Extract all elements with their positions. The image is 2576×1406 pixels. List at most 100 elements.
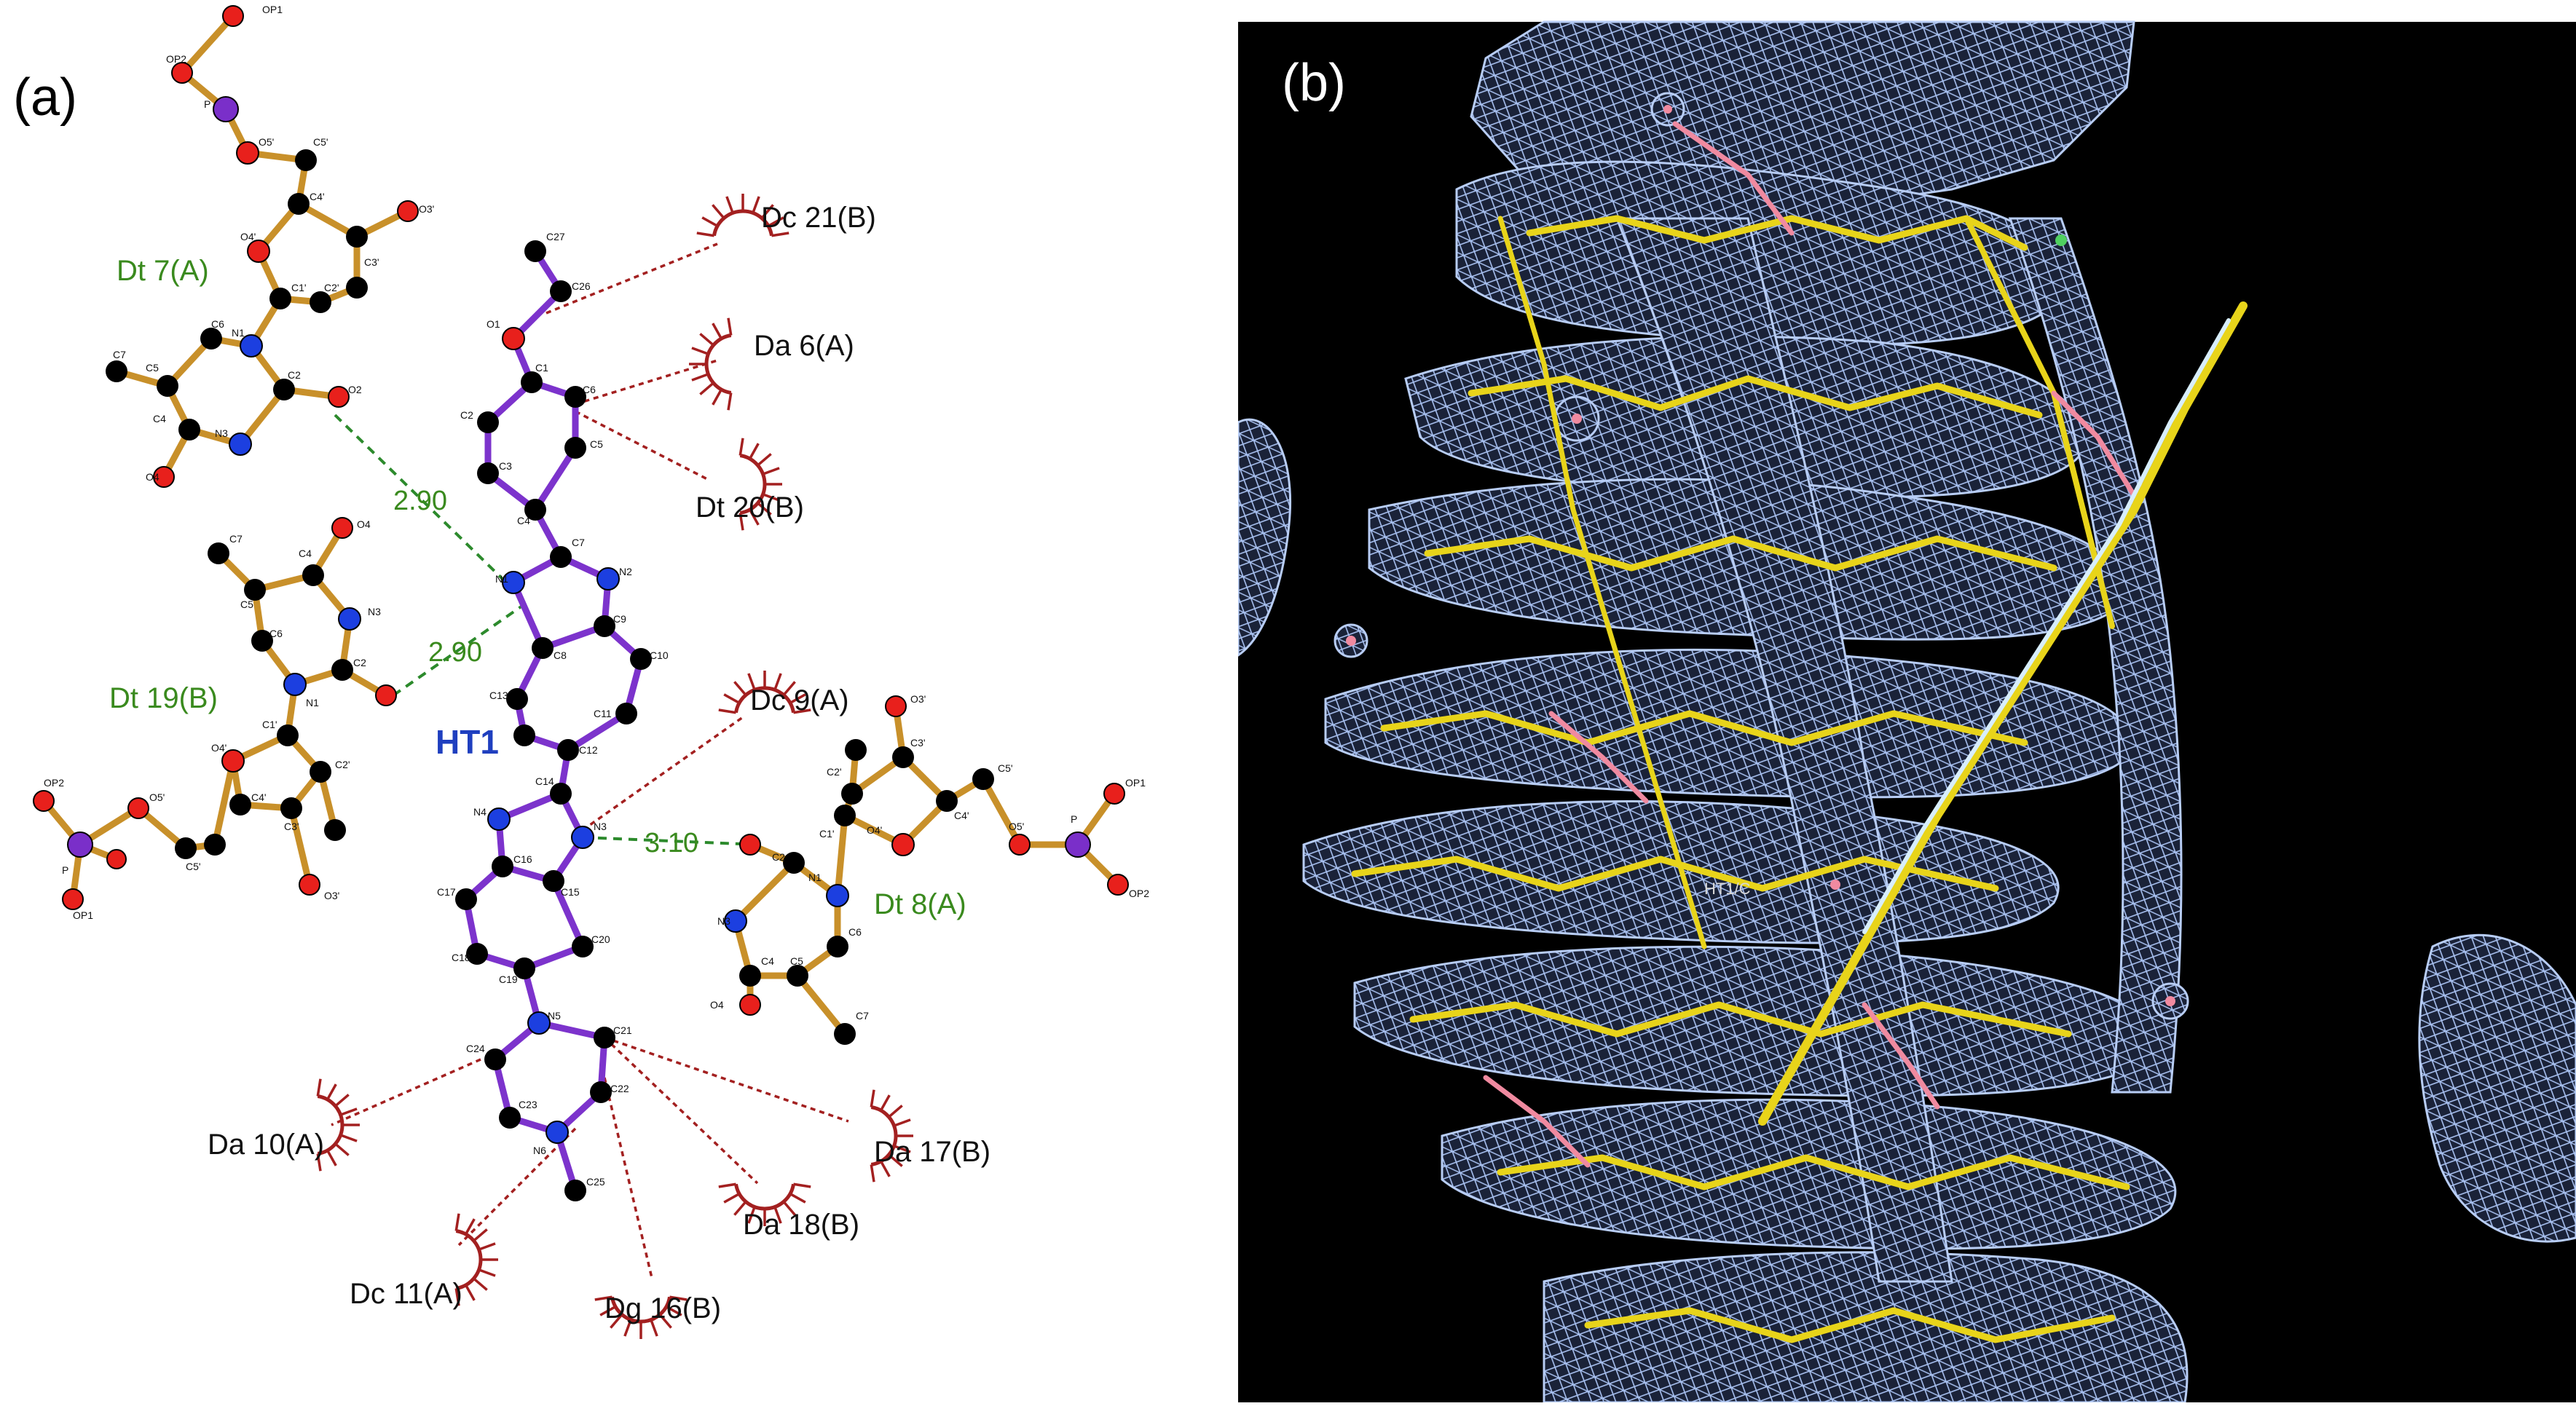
contact-symbol-dc9a — [718, 671, 811, 714]
contact-spoke — [701, 216, 718, 227]
svg-text:C23: C23 — [519, 1099, 537, 1110]
svg-text:C1': C1' — [291, 282, 307, 293]
svg-text:C26: C26 — [572, 280, 591, 292]
svg-text:OP2: OP2 — [166, 53, 186, 65]
contact-symbol-dg16b — [594, 1295, 688, 1339]
contact-spoke — [738, 513, 744, 531]
svg-text:O4: O4 — [357, 518, 371, 530]
hbond-line-3 — [582, 836, 758, 846]
contact-spoke — [723, 693, 740, 704]
contact-spoke — [610, 1314, 623, 1329]
contact-spoke — [478, 1268, 496, 1277]
contact-spoke — [757, 453, 772, 467]
svg-text:OP2: OP2 — [1129, 888, 1149, 899]
distance-label-2: 2.90 — [428, 637, 482, 668]
contact-spoke — [749, 443, 760, 459]
contact-line-da6a — [575, 359, 718, 406]
contact-spoke — [749, 509, 760, 526]
svg-text:C12: C12 — [579, 744, 598, 756]
ligand-stick-model — [1758, 301, 2248, 1126]
contact-spoke — [691, 347, 709, 355]
contact-spoke — [339, 1107, 358, 1116]
svg-text:C22: C22 — [610, 1083, 629, 1094]
contact-spoke — [473, 1228, 488, 1242]
contact-line-dg16b — [603, 1077, 653, 1279]
svg-text:C3': C3' — [284, 821, 299, 832]
svg-text:O5': O5' — [149, 791, 165, 803]
contact-spoke — [789, 1193, 806, 1204]
svg-text:O5': O5' — [259, 136, 274, 148]
svg-text:C2: C2 — [772, 851, 785, 863]
svg-text:C5': C5' — [313, 136, 328, 148]
contact-spoke — [334, 1142, 350, 1156]
contact-spoke — [725, 196, 734, 214]
contact-spoke — [752, 196, 760, 214]
svg-text:O4': O4' — [211, 742, 227, 754]
svg-text:C7: C7 — [856, 1010, 869, 1022]
svg-text:O4': O4' — [867, 824, 882, 836]
svg-text:C2: C2 — [460, 409, 473, 421]
svg-text:O3': O3' — [324, 890, 339, 901]
svg-text:C20: C20 — [591, 933, 610, 945]
svg-text:C7: C7 — [229, 533, 243, 545]
svg-text:C21: C21 — [613, 1024, 632, 1036]
contact-spoke — [712, 323, 722, 339]
contact-spoke — [473, 1277, 488, 1291]
contact-spoke — [658, 1314, 672, 1329]
svg-text:N1: N1 — [306, 697, 319, 708]
svg-text:N3: N3 — [594, 821, 607, 832]
svg-text:C3: C3 — [499, 460, 512, 472]
svg-text:C4': C4' — [310, 191, 325, 202]
contact-spoke — [793, 1182, 811, 1188]
svg-text:N1: N1 — [808, 872, 822, 883]
contact-spoke — [718, 708, 736, 714]
residue-dt8a-atoms — [724, 695, 1129, 1045]
contact-spoke — [870, 1164, 875, 1182]
contact-line-da18b — [603, 1036, 759, 1185]
svg-text:O1: O1 — [487, 318, 500, 330]
contact-spoke — [623, 1319, 632, 1337]
contact-spoke — [326, 1083, 337, 1100]
contact-spoke — [650, 1319, 658, 1337]
svg-text:C4: C4 — [761, 955, 774, 967]
contact-spoke — [723, 1193, 740, 1204]
svg-text:C4': C4' — [251, 791, 267, 803]
contact-spoke — [893, 1118, 911, 1127]
hbond-line-2 — [392, 603, 526, 697]
svg-text:C7: C7 — [572, 537, 585, 548]
svg-text:C1': C1' — [262, 719, 277, 730]
svg-text:C2': C2' — [324, 282, 339, 293]
svg-text:C4: C4 — [517, 515, 530, 526]
svg-text:C10: C10 — [650, 649, 669, 661]
contact-spoke — [465, 1218, 476, 1235]
svg-text:C8: C8 — [554, 649, 567, 661]
svg-text:C24: C24 — [466, 1043, 485, 1054]
svg-text:C2: C2 — [353, 657, 366, 668]
contact-symbol-da6a — [689, 317, 733, 411]
svg-text:O3': O3' — [419, 203, 434, 215]
panel-b-density-map: HT1/C (b) — [1237, 0, 2576, 1404]
svg-text:N3: N3 — [717, 915, 730, 927]
contact-spoke — [773, 1206, 782, 1224]
contact-spoke — [793, 708, 811, 714]
panel-a-letter: (a) — [13, 68, 77, 127]
svg-text:C18: C18 — [452, 952, 470, 963]
svg-text:C5': C5' — [998, 762, 1013, 774]
contact-spoke — [760, 204, 774, 219]
svg-text:C5: C5 — [590, 438, 603, 450]
residue-label-da6a: Da 6(A) — [754, 330, 854, 362]
contact-spoke — [454, 1213, 460, 1231]
svg-text:C19: C19 — [499, 973, 518, 985]
svg-text:C4': C4' — [954, 810, 969, 821]
contact-line-dc9a — [581, 716, 744, 832]
svg-text:C1': C1' — [819, 828, 835, 840]
panel-a-ligplot: (a) 2.90 2.90 3.10 — [0, 0, 1202, 1402]
residue-label-dt19b: Dt 19(B) — [109, 682, 218, 714]
contact-spoke — [738, 438, 744, 456]
svg-text:O4': O4' — [240, 231, 256, 242]
svg-text:C5: C5 — [240, 599, 253, 610]
svg-text:OP1: OP1 — [73, 909, 93, 921]
contact-spoke — [727, 392, 733, 411]
contact-spoke — [782, 681, 796, 696]
svg-text:N6: N6 — [533, 1145, 546, 1156]
